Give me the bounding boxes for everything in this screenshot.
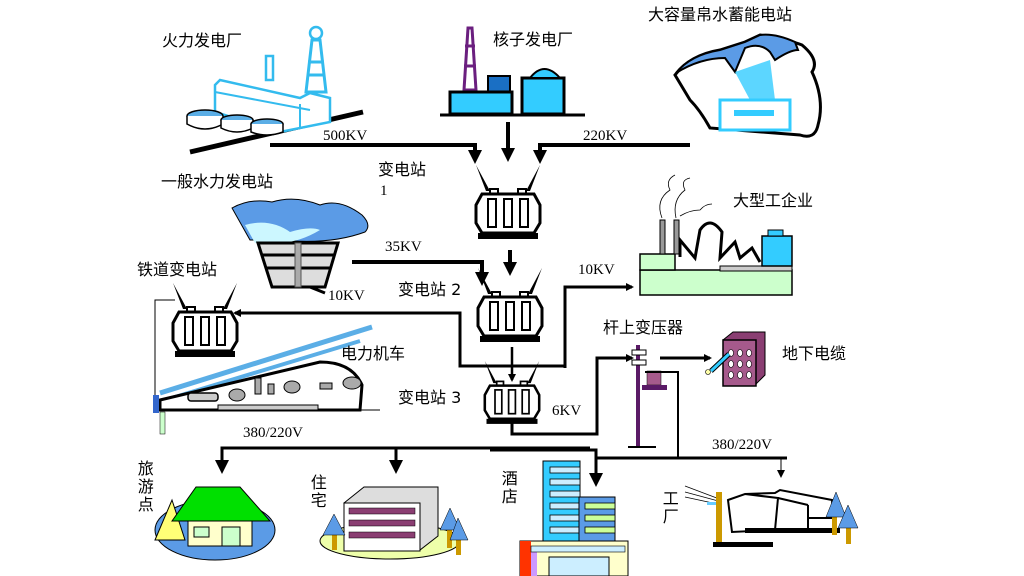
voltage-10kv-hydro-label: 10KV — [328, 288, 365, 304]
railway-substation-transformer-icon — [171, 281, 239, 359]
voltage-380-right-label: 380/220V — [712, 437, 772, 453]
substation-2-label: 变电站 2 — [398, 280, 462, 299]
line-380-left-bus — [215, 446, 590, 474]
hotel-label: 酒店 — [498, 470, 518, 506]
electric-locomotive-icon — [153, 324, 380, 435]
railway-substation-label: 铁道变电站 — [137, 260, 218, 279]
residence-label: 住宅 — [307, 474, 327, 510]
pole-transformer-icon — [628, 345, 667, 448]
substation-3-label: 变电站 3 — [398, 388, 462, 407]
tourist-spot-icon — [154, 486, 276, 561]
line-pole-380 — [645, 371, 679, 458]
line-6kv — [510, 354, 634, 436]
substation-1-transformer-icon — [474, 163, 542, 241]
line-220kv — [533, 143, 690, 164]
hydro-power-station-icon — [231, 198, 369, 295]
substation-1-label: 变电站 — [378, 160, 427, 179]
hotel-icon — [519, 460, 629, 576]
thermal-plant-label: 火力发电厂 — [162, 31, 243, 50]
large-industry-icon — [639, 174, 793, 296]
industry-label: 大型工企业 — [733, 191, 814, 210]
line-to-hotel — [490, 448, 603, 487]
voltage-10kv-industry-label: 10KV — [578, 262, 615, 278]
underground-cable-label: 地下电缆 — [782, 344, 847, 363]
tourist-spot-label: 旅游点 — [134, 460, 154, 514]
voltage-380-left-label: 380/220V — [243, 425, 303, 441]
voltage-220kv-label: 220KV — [583, 128, 628, 144]
thermal-power-plant-icon — [186, 25, 364, 155]
nuclear-power-plant-icon — [440, 26, 585, 117]
nuclear-plant-label: 核子发电厂 — [493, 30, 574, 49]
voltage-6kv-label: 6KV — [552, 403, 582, 419]
pole-transformer-label: 杆上变压器 — [603, 318, 684, 337]
hydro-plant-label: 一般水力发电站 — [161, 172, 274, 191]
line-500kv — [270, 143, 482, 164]
pumped-storage-station-icon — [673, 33, 822, 138]
factory-label: 工厂 — [659, 490, 679, 526]
factory-icon — [684, 485, 859, 547]
pumped-storage-label: 大容量帛水蓄能电站 — [648, 5, 793, 24]
line-10kv-industry — [563, 283, 634, 368]
locomotive-label: 电力机车 — [341, 344, 406, 363]
residence-icon — [319, 486, 469, 560]
substation-1-number: 1 — [380, 183, 388, 199]
substation-2-transformer-icon — [476, 266, 544, 344]
underground-cable-icon — [705, 331, 766, 387]
line-35kv — [352, 260, 489, 286]
voltage-35kv-label: 35KV — [385, 239, 422, 255]
line-railway-feed — [154, 299, 175, 396]
voltage-500kv-label: 500KV — [323, 128, 368, 144]
